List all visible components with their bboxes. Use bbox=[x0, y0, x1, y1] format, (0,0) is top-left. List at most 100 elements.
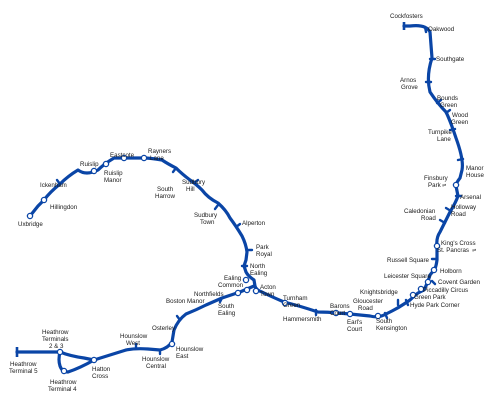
station-ruislip-manor bbox=[102, 160, 110, 168]
svg-text:Northfields: Northfields bbox=[194, 291, 224, 298]
rail-symbol-kings-cross: ⇌ bbox=[472, 248, 476, 254]
label-south-ealing-2: Ealing bbox=[218, 310, 236, 317]
label-manor-house-1: Manor bbox=[466, 165, 484, 172]
label-hounslow-central-1: Hounslow bbox=[142, 356, 170, 363]
station-tick-south-kensington bbox=[383, 311, 389, 320]
svg-text:Piccadilly Circus: Piccadilly Circus bbox=[423, 287, 468, 294]
svg-text:Covent Garden: Covent Garden bbox=[438, 279, 481, 286]
label-south-kensington-2: Kensington bbox=[376, 325, 408, 332]
station-tick-wood-green bbox=[444, 108, 452, 115]
label-ruislip-manor-2: Manor bbox=[104, 177, 122, 184]
station-ealing-common bbox=[242, 276, 250, 284]
station-tick-holloway-road bbox=[444, 206, 453, 213]
svg-text:Arsenal: Arsenal bbox=[460, 194, 481, 201]
station-tick-south-harrow bbox=[171, 166, 178, 174]
label-south-ealing-1: South bbox=[218, 303, 235, 310]
station-green-park bbox=[409, 291, 417, 299]
label-uxbridge: Uxbridge bbox=[18, 221, 43, 228]
label-cockfosters: Cockfosters bbox=[390, 13, 423, 20]
label-caledonian-road-2: Road bbox=[421, 215, 436, 222]
label-boston-manor: Boston Manor bbox=[166, 298, 205, 305]
label-sudbury-town-2: Town bbox=[200, 219, 215, 226]
svg-text:Hyde Park Corner: Hyde Park Corner bbox=[410, 302, 460, 309]
svg-text:Knightsbridge: Knightsbridge bbox=[360, 289, 398, 296]
interchange-stations bbox=[26, 154, 460, 375]
label-barons-court-1: Barons bbox=[330, 303, 350, 310]
label-park-royal-1: Park bbox=[256, 244, 270, 251]
label-rayners-lane-1: Rayners bbox=[148, 148, 171, 155]
station-finsbury-park bbox=[452, 181, 460, 189]
station-tick-osterley bbox=[175, 314, 182, 322]
svg-text:Boston Manor: Boston Manor bbox=[166, 298, 205, 305]
label-leicester-square: Leicester Square bbox=[384, 273, 431, 280]
label-south-harrow-2: Harrow bbox=[155, 193, 175, 200]
label-rayners-lane-2: Lane bbox=[150, 155, 164, 162]
station-holborn bbox=[430, 266, 438, 274]
label-earls-court-2: Court bbox=[347, 326, 362, 333]
label-turnham-green-1: Turnham bbox=[283, 295, 308, 302]
label-sudbury-hill-2: Hill bbox=[186, 186, 195, 193]
label-northfields: Northfields bbox=[194, 291, 224, 298]
label-ealing-common-2: Common bbox=[218, 282, 244, 289]
label-heathrow-t123-1: Heathrow bbox=[42, 329, 69, 336]
label-south-harrow-1: South bbox=[157, 186, 174, 193]
station-tick-sudbury-hill bbox=[192, 178, 200, 185]
station-tick-boston-manor bbox=[218, 296, 224, 304]
route-main-line bbox=[28, 24, 464, 319]
route-heathrow-branch bbox=[15, 284, 256, 362]
svg-text:Ruislip: Ruislip bbox=[80, 161, 99, 168]
label-kings-cross-1: King's Cross bbox=[441, 240, 476, 247]
station-tick-manor-house bbox=[456, 157, 465, 162]
label-turnpike-lane-1: Turnpike bbox=[428, 129, 452, 136]
label-eastcote: Eastcote bbox=[110, 152, 135, 159]
station-eastcote bbox=[120, 154, 128, 162]
label-ruislip: Ruislip bbox=[80, 161, 99, 168]
label-southgate: Southgate bbox=[436, 56, 465, 63]
label-hatton-cross-2: Cross bbox=[92, 373, 108, 380]
station-barons-court bbox=[332, 309, 340, 317]
label-sudbury-town-1: Sudbury bbox=[194, 212, 218, 219]
label-park-royal-2: Royal bbox=[256, 251, 272, 258]
label-heathrow-t123-3: 2 & 3 bbox=[49, 343, 64, 350]
label-heathrow-t5-2: Terminal 5 bbox=[9, 368, 38, 375]
label-russell-square: Russell Square bbox=[387, 257, 430, 264]
label-arnos-grove-2: Grove bbox=[401, 84, 418, 91]
label-knightsbridge: Knightsbridge bbox=[360, 289, 398, 296]
station-heathrow-t4 bbox=[60, 367, 68, 375]
label-turnpike-lane-2: Lane bbox=[437, 136, 451, 143]
svg-text:Ickenham: Ickenham bbox=[40, 182, 67, 189]
label-heathrow-t4-2: Terminal 4 bbox=[48, 386, 77, 393]
station-heathrow-t123 bbox=[56, 348, 64, 356]
station-earls-court bbox=[346, 310, 354, 318]
station-hatton-cross bbox=[90, 356, 98, 364]
label-hounslow-east-2: East bbox=[176, 353, 189, 360]
label-piccadilly-circus: Piccadilly Circus bbox=[423, 287, 468, 294]
station-tick-alperton bbox=[234, 222, 242, 229]
label-hyde-park-corner: Hyde Park Corner bbox=[410, 302, 460, 309]
label-acton-town-2: Town bbox=[260, 291, 275, 298]
label-ickenham: Ickenham bbox=[40, 182, 67, 189]
station-tick-oakwood bbox=[423, 25, 428, 34]
label-osterley: Osterley bbox=[152, 325, 176, 332]
